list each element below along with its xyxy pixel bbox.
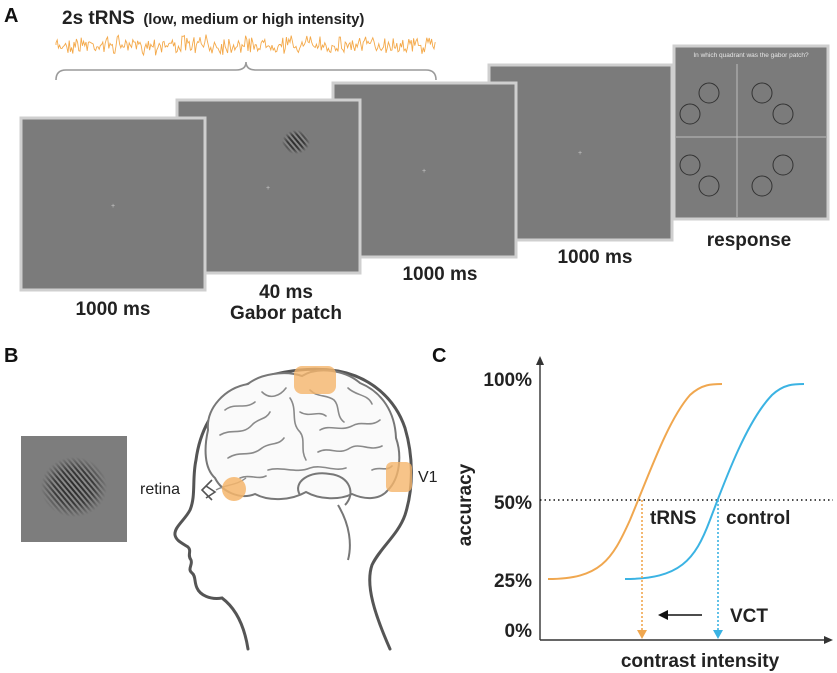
screen-blank-1: + xyxy=(19,116,207,292)
screen-gabor: + xyxy=(175,98,362,275)
quadrant-circle xyxy=(698,175,720,197)
brain-sulci xyxy=(219,387,393,479)
gabor-patch-small xyxy=(280,128,312,156)
fixation-cross: + xyxy=(578,150,582,157)
control-curve-label: control xyxy=(726,508,790,529)
quadrant-circle xyxy=(772,154,794,176)
y-axis-arrowhead xyxy=(536,356,544,365)
trns-title-detail: (low, medium or high intensity) xyxy=(143,11,364,28)
cerebellum xyxy=(297,472,352,506)
quadrant-circle xyxy=(698,82,720,104)
fixation-cross: + xyxy=(111,203,115,210)
x-axis-arrowhead xyxy=(824,636,833,644)
fixation-cross: + xyxy=(422,168,426,175)
screen-1-duration: 1000 ms xyxy=(75,299,150,320)
screen-blank-2: + xyxy=(331,81,518,259)
retina-label: retina xyxy=(140,481,180,498)
panel-b-letter: B xyxy=(4,345,18,367)
electrode-top xyxy=(294,366,336,394)
brainstem xyxy=(337,504,351,561)
head-outline xyxy=(173,367,413,651)
trns-curve xyxy=(547,383,723,580)
trns-drop-arrowhead xyxy=(637,630,647,639)
y-axis-label: accuracy xyxy=(455,463,476,546)
trns-title-main: 2s tRNS xyxy=(62,8,135,29)
panel-c: C 100% 50% 25% 0% accuracy contrast inte… xyxy=(432,345,833,672)
noise-waveform xyxy=(55,34,436,57)
panel-a: A 2s tRNS (low, medium or high intensity… xyxy=(4,5,830,324)
vct-arrowhead xyxy=(658,610,668,620)
eye-icon xyxy=(200,479,217,501)
vct-label: VCT xyxy=(730,606,768,627)
gabor-stimulus xyxy=(21,436,127,542)
screen-3-duration: 1000 ms xyxy=(402,264,477,285)
v1-label: V1 xyxy=(418,469,438,486)
panel-b: B xyxy=(4,345,438,651)
quadrant-circle xyxy=(751,175,773,197)
control-drop-arrowhead xyxy=(713,630,723,639)
electrode-v1 xyxy=(386,462,412,492)
y-tick-0: 0% xyxy=(505,621,533,642)
y-tick-25: 25% xyxy=(494,571,532,592)
trns-curve-label: tRNS xyxy=(650,508,696,529)
noise-trace xyxy=(55,34,436,57)
screen-4-duration: 1000 ms xyxy=(557,247,632,268)
electrode-retina xyxy=(222,477,246,501)
quadrant-circle xyxy=(751,82,773,104)
screen-2-stimulus: Gabor patch xyxy=(230,303,342,324)
quadrant-circle xyxy=(679,103,701,125)
quadrant-circle xyxy=(772,103,794,125)
screen-response: In which quadrant was the gabor patch? xyxy=(672,44,830,221)
panel-c-letter: C xyxy=(432,345,446,367)
response-question: In which quadrant was the gabor patch? xyxy=(693,52,809,59)
x-axis-label: contrast intensity xyxy=(621,651,780,672)
trns-title: 2s tRNS (low, medium or high intensity) xyxy=(62,8,364,29)
y-tick-100: 100% xyxy=(483,370,532,391)
screen-2-duration: 40 ms xyxy=(259,282,313,303)
y-tick-50: 50% xyxy=(494,493,532,514)
duration-brace xyxy=(55,61,437,81)
control-curve xyxy=(624,383,805,580)
screen-blank-3: + xyxy=(487,63,674,242)
screen-5-label: response xyxy=(707,230,791,251)
panel-a-letter: A xyxy=(4,5,18,27)
quadrant-circle xyxy=(679,154,701,176)
fixation-cross: + xyxy=(266,185,270,192)
